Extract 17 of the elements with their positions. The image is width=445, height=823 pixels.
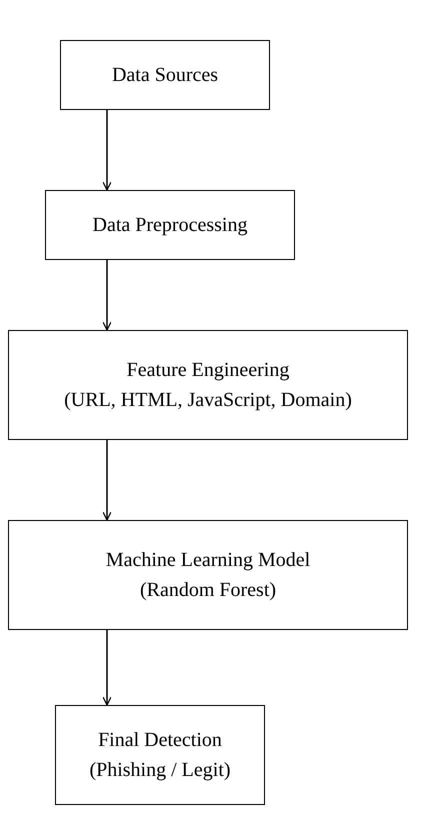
process-box [8, 520, 408, 630]
process-box [45, 190, 295, 260]
arrow [102, 630, 112, 706]
process-box [8, 330, 408, 440]
process-box [55, 705, 265, 805]
box-title: Machine Learning Model [106, 548, 310, 572]
box-subtitle: (Random Forest) [140, 578, 276, 602]
box-title: Data Sources [112, 63, 218, 87]
box-subtitle: (URL, HTML, JavaScript, Domain) [64, 388, 352, 412]
process-box [60, 40, 270, 110]
arrow [102, 260, 112, 331]
arrow [102, 440, 112, 521]
arrow [102, 110, 112, 191]
box-subtitle: (Phishing / Legit) [89, 758, 231, 782]
box-title: Data Preprocessing [92, 213, 248, 237]
box-title: Feature Engineering [126, 358, 290, 382]
box-title: Final Detection [98, 728, 222, 752]
